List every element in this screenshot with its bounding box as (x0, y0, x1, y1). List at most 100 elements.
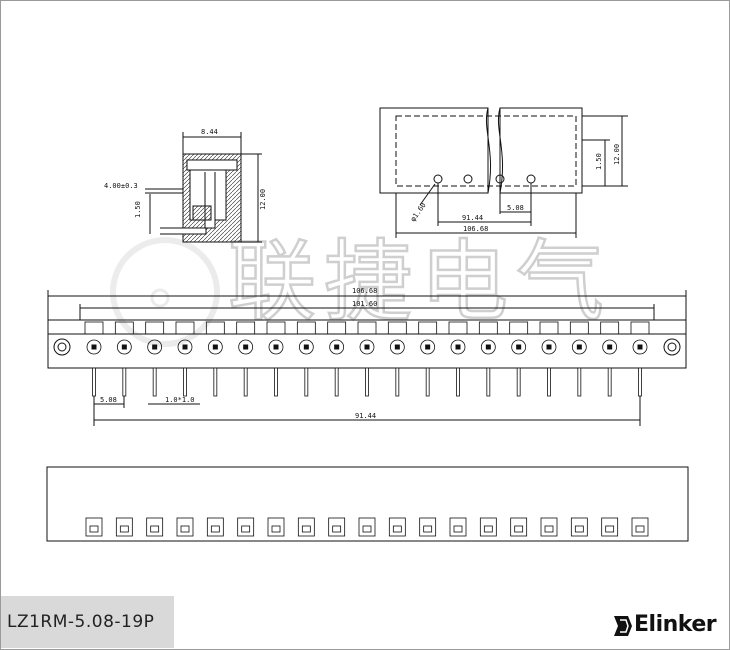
screw-ring (541, 339, 557, 355)
slot-contact (150, 525, 160, 533)
screw-ring (298, 339, 314, 355)
front-slots (84, 321, 650, 397)
dim-pitch: 5.08 (507, 204, 524, 212)
screw-head (516, 344, 522, 350)
pin (577, 367, 582, 397)
slot-outline (267, 517, 285, 537)
pin (183, 367, 187, 397)
bottom-slot (419, 517, 437, 537)
screw-ring (450, 339, 466, 355)
front-slot (569, 321, 589, 397)
screw-ring (571, 339, 587, 355)
screw-head (182, 344, 188, 350)
screw-ring (329, 339, 345, 355)
screw-ring (268, 339, 284, 355)
slot-contact (332, 525, 342, 533)
bottom-slot (176, 517, 194, 537)
part-number: LZ1RM-5.08-19P (7, 612, 155, 632)
pin (274, 367, 278, 397)
pcb-footprint-view (379, 107, 628, 238)
slot-contact (605, 525, 615, 533)
pin (547, 367, 551, 397)
slot-outline (419, 517, 437, 537)
screw-head (334, 344, 340, 350)
slot-top (600, 321, 620, 335)
dim-end-total-height: 12.00 (613, 144, 621, 165)
pin (152, 367, 157, 397)
pin (334, 367, 339, 397)
front-slot (539, 321, 559, 397)
screw-ring (389, 339, 405, 355)
screw-ring (116, 339, 132, 355)
part-number-label: LZ1RM-5.08-19P (1, 596, 174, 648)
pin (365, 367, 369, 397)
screw-head (425, 344, 431, 350)
bottom-slot (631, 517, 649, 537)
slot-outline (297, 517, 315, 537)
dim-side-height: 12.00 (259, 189, 267, 210)
screw-ring (238, 339, 254, 355)
bottom-slot (510, 517, 528, 537)
bottom-slot (388, 517, 406, 537)
screw-ring (177, 339, 193, 355)
dim-front-span: 91.44 (355, 412, 376, 420)
slot-top (448, 321, 468, 335)
front-slot (296, 321, 316, 397)
dim-top-width: 8.44 (201, 128, 218, 136)
dim-pin-spec: 4.00±0.3 (104, 182, 138, 190)
slot-contact (574, 525, 584, 533)
slot-top (236, 321, 256, 335)
slot-contact (210, 525, 220, 533)
front-slot (327, 321, 347, 397)
slot-top (175, 321, 195, 335)
slot-top (418, 321, 438, 335)
front-slot (509, 321, 529, 397)
slot-top (266, 321, 286, 335)
slot-outline (631, 517, 649, 537)
screw-ring (632, 339, 648, 355)
bottom-slot (328, 517, 346, 537)
front-slot (387, 321, 407, 397)
slot-outline (358, 517, 376, 537)
slot-outline (237, 517, 255, 537)
slot-contact (544, 525, 554, 533)
bottom-slot (479, 517, 497, 537)
slot-outline (570, 517, 588, 537)
dim-end-height: 1.50 (595, 153, 603, 170)
front-slot (478, 321, 498, 397)
front-slot (205, 321, 225, 397)
screw-head (394, 344, 400, 350)
bottom-slot (449, 517, 467, 537)
slot-top (387, 321, 407, 335)
screw-ring (480, 339, 496, 355)
slot-outline (479, 517, 497, 537)
bottom-slot (358, 517, 376, 537)
slot-contact (483, 525, 493, 533)
slot-top (630, 321, 650, 335)
front-slot (145, 321, 165, 397)
pin (425, 367, 430, 397)
slot-top (569, 321, 589, 335)
slot-contact (423, 525, 433, 533)
slot-contact (453, 525, 463, 533)
screw-head (546, 344, 552, 350)
slot-top (509, 321, 529, 335)
pin (638, 367, 642, 397)
bottom-view (46, 466, 689, 542)
slot-contact (271, 525, 281, 533)
dim-pin-height: 1.50 (134, 201, 142, 218)
bottom-slot (570, 517, 588, 537)
front-slot (236, 321, 256, 397)
screw-head (91, 344, 97, 350)
front-slot (418, 321, 438, 397)
dim-pitch-span: 91.44 (462, 214, 483, 222)
dim-front-total: 106.68 (352, 287, 377, 295)
pin (607, 367, 612, 397)
dim-front-inner: 101.60 (352, 300, 377, 308)
brand-logo: Elinker (634, 612, 717, 637)
slot-top (478, 321, 498, 335)
dim-front-pin: 1.0*1.0 (165, 396, 195, 404)
front-slot (630, 321, 650, 397)
screw-head (273, 344, 279, 350)
